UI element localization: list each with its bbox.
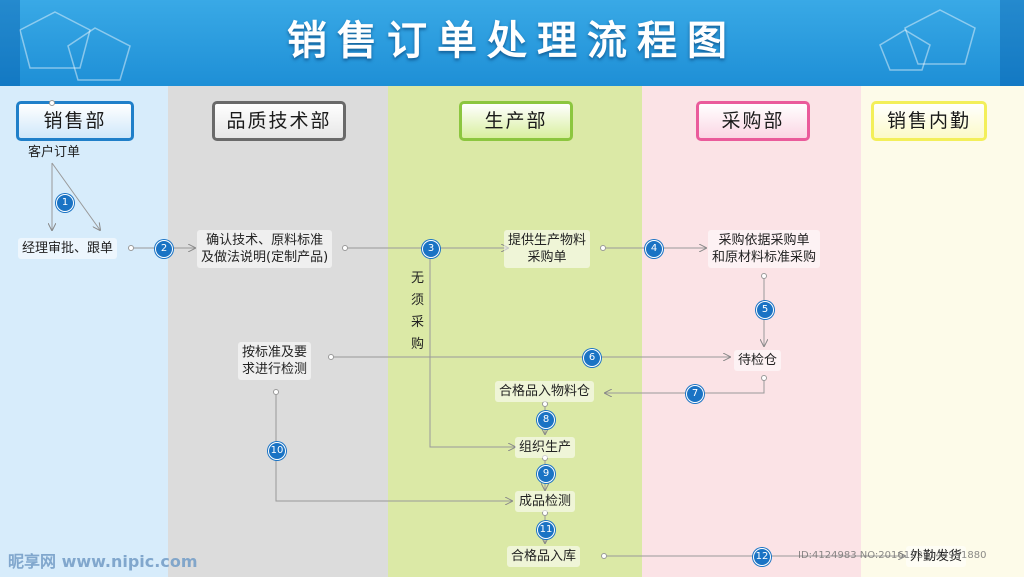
node-standard-test-line1: 按标准及要	[242, 345, 308, 360]
lane-sales-office	[861, 86, 1024, 577]
lane-header-purchasing: 采购部	[696, 101, 810, 141]
step-badge-1: 1	[56, 194, 74, 212]
lane-header-quality: 品质技术部	[212, 101, 346, 141]
node-provide-material-line2: 采购单	[527, 250, 567, 265]
lane-purchasing	[642, 86, 861, 577]
node-customer-order: 客户订单	[28, 145, 81, 160]
node-standard-test: 按标准及要 求进行检测	[238, 342, 312, 380]
node-manager-review: 经理审批、跟单	[18, 238, 118, 259]
watermark-id: ID:4124983 NO:20161229144991880	[798, 550, 987, 561]
lane-header-sales-office: 销售内勤	[871, 101, 987, 141]
lane-sales	[0, 86, 168, 577]
page-title: 销售订单处理流程图	[287, 18, 737, 64]
node-standard-test-line2: 求进行检测	[242, 362, 308, 377]
step-badge-8: 8	[537, 411, 555, 429]
node-organize-production: 组织生产	[515, 437, 576, 458]
step-badge-12: 12	[753, 548, 771, 566]
label-no-purchase: 无须采购	[411, 271, 425, 352]
watermark-logo: 昵享网 www.nipic.com	[8, 552, 198, 571]
node-purchase-line1: 采购依据采购单	[718, 233, 810, 248]
node-purchase-line2: 和原材料标准采购	[712, 250, 817, 265]
node-ship-out: 外勤发货	[906, 546, 967, 567]
node-finished-test: 成品检测	[515, 491, 576, 512]
step-badge-7: 7	[686, 385, 704, 403]
step-badge-3: 3	[422, 240, 440, 258]
node-provide-material-line1: 提供生产物料	[508, 233, 587, 248]
node-purchase: 采购依据采购单 和原材料标准采购	[708, 230, 821, 268]
node-confirm-tech-line1: 确认技术、原料标准	[206, 233, 324, 248]
step-badge-2: 2	[155, 240, 173, 258]
node-confirm-tech: 确认技术、原料标准 及做法说明(定制产品)	[197, 230, 333, 268]
lane-quality	[168, 86, 388, 577]
lane-header-production: 生产部	[459, 101, 573, 141]
step-badge-10: 10	[268, 442, 286, 460]
node-pending-warehouse: 待检仓	[734, 350, 782, 371]
lane-header-sales: 销售部	[16, 101, 134, 141]
node-provide-material: 提供生产物料 采购单	[504, 230, 591, 268]
node-confirm-tech-line2: 及做法说明(定制产品)	[201, 250, 329, 265]
node-qualified-material: 合格品入物料仓	[495, 381, 595, 402]
node-qualified-storage: 合格品入库	[507, 546, 581, 567]
pentagon-decoration	[0, 0, 1024, 86]
step-badge-11: 11	[537, 521, 555, 539]
step-badge-5: 5	[756, 301, 774, 319]
step-badge-6: 6	[583, 349, 601, 367]
step-badge-4: 4	[645, 240, 663, 258]
step-badge-9: 9	[537, 465, 555, 483]
header-banner: 销售订单处理流程图	[0, 0, 1024, 86]
